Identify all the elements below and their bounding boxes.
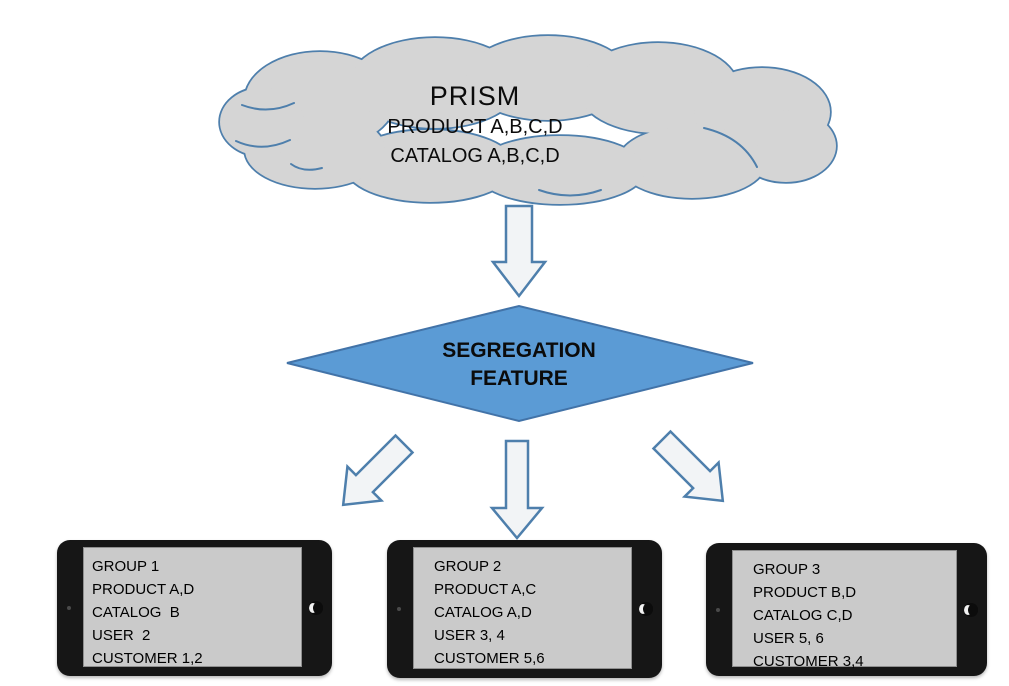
tablet-1-screen: GROUP 1 PRODUCT A,D CATALOG B USER 2 CUS… [83, 547, 302, 667]
flow-arrow-left [341, 433, 415, 507]
screen-text-line: CATALOG A,D [434, 604, 532, 621]
flow-arrow-right [651, 429, 725, 503]
decision-diamond [286, 304, 754, 423]
screen-text-line: PRODUCT A,C [434, 581, 537, 598]
screen-text-line: CATALOG B [92, 604, 180, 621]
tablet-group-3: GROUP 3 PRODUCT B,D CATALOG C,D USER 5, … [706, 543, 987, 676]
screen-text-line: CUSTOMER 3,4 [753, 653, 864, 670]
screen-text-line: PRODUCT A,D [92, 581, 195, 598]
cloud-shape-fill [220, 36, 836, 204]
cloud-line-product: PRODUCT A,B,C,D [387, 116, 563, 138]
camera-icon [67, 606, 71, 610]
camera-icon [716, 607, 720, 612]
cloud-detail-arcs [235, 102, 758, 197]
screen-text-line: PRODUCT B,D [753, 584, 857, 601]
screen-text-line: CUSTOMER 1,2 [92, 650, 203, 667]
screen-text-line: CUSTOMER 5,6 [434, 650, 545, 667]
tablet-group-1: GROUP 1 PRODUCT A,D CATALOG B USER 2 CUS… [57, 540, 332, 676]
camera-icon [397, 607, 401, 611]
decision-label: SEGREGATION FEATURE [330, 337, 708, 393]
screen-text-line: GROUP 2 [434, 558, 502, 575]
decision-line-1: SEGREGATION [442, 339, 596, 362]
home-button-icon [964, 602, 978, 617]
flow-arrow-main [490, 204, 548, 299]
flow-arrow-middle [489, 439, 545, 540]
home-button-icon [309, 601, 323, 615]
cloud-label: PRISM PRODUCT A,B,C,D CATALOG A,B,C,D [240, 79, 710, 171]
screen-text-line: GROUP 3 [753, 561, 821, 578]
tablet-group-2: GROUP 2 PRODUCT A,C CATALOG A,D USER 3, … [387, 540, 662, 678]
home-button-icon [639, 602, 653, 616]
cloud-title: PRISM [429, 81, 521, 111]
tablet-3-screen: GROUP 3 PRODUCT B,D CATALOG C,D USER 5, … [732, 550, 957, 670]
decision-line-2: FEATURE [470, 367, 568, 390]
tablet-2-screen: GROUP 2 PRODUCT A,C CATALOG A,D USER 3, … [413, 547, 632, 669]
screen-text-line: USER 3, 4 [434, 627, 505, 644]
screen-text-line: USER 2 [92, 627, 151, 644]
screen-text-line: CATALOG C,D [753, 607, 853, 624]
cloud-line-catalog: CATALOG A,B,C,D [390, 145, 560, 167]
screen-text-line: USER 5, 6 [753, 630, 824, 647]
screen-text-line: GROUP 1 [92, 558, 160, 575]
